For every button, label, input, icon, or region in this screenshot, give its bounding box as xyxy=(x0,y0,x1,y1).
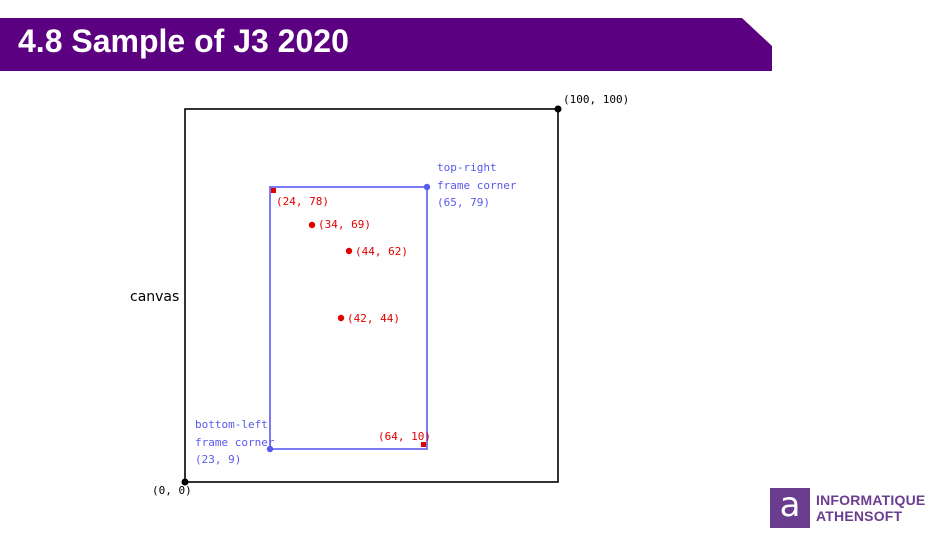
point-marker xyxy=(337,314,345,322)
frame-rect xyxy=(269,186,428,450)
logo-text-line1: INFORMATIQUE xyxy=(816,492,926,508)
frame-top-right-label-3: (65, 79) xyxy=(437,196,490,209)
canvas-origin-label: (0, 0) xyxy=(152,484,192,497)
logo-letter: a xyxy=(779,485,801,525)
point-marker xyxy=(308,221,316,229)
page-title: 4.8 Sample of J3 2020 xyxy=(18,23,349,59)
point-label: (64, 10) xyxy=(378,430,431,443)
point-marker xyxy=(271,188,276,193)
athensoft-logo: a INFORMATIQUE ATHENSOFT xyxy=(770,485,940,530)
canvas-origin-dot xyxy=(181,478,189,486)
frame-top-right-label-1: top-right xyxy=(437,161,497,174)
canvas-label: canvas xyxy=(130,289,179,305)
frame-bottom-left-label-2: frame corner xyxy=(195,436,275,449)
title-banner xyxy=(0,18,772,71)
point-label: (24, 78) xyxy=(276,195,329,208)
canvas-top-right-dot xyxy=(554,105,562,113)
canvas-rect xyxy=(184,108,559,483)
frame-top-right-label-2: frame corner xyxy=(437,179,517,192)
point-label: (42, 44) xyxy=(347,312,400,325)
point-label: (34, 69) xyxy=(318,218,371,231)
logo-mark: a xyxy=(770,485,810,528)
point-label: (44, 62) xyxy=(355,245,408,258)
frame-bottom-left-dot xyxy=(266,445,274,453)
logo-text-line2: ATHENSOFT xyxy=(816,508,903,524)
frame-top-right-dot xyxy=(423,183,431,191)
frame-bottom-left-label-3: (23, 9) xyxy=(195,453,241,466)
point-marker xyxy=(421,442,426,447)
point-marker xyxy=(345,247,353,255)
canvas-top-right-label: (100, 100) xyxy=(563,93,629,106)
frame-bottom-left-label-1: bottom-left xyxy=(195,418,268,431)
